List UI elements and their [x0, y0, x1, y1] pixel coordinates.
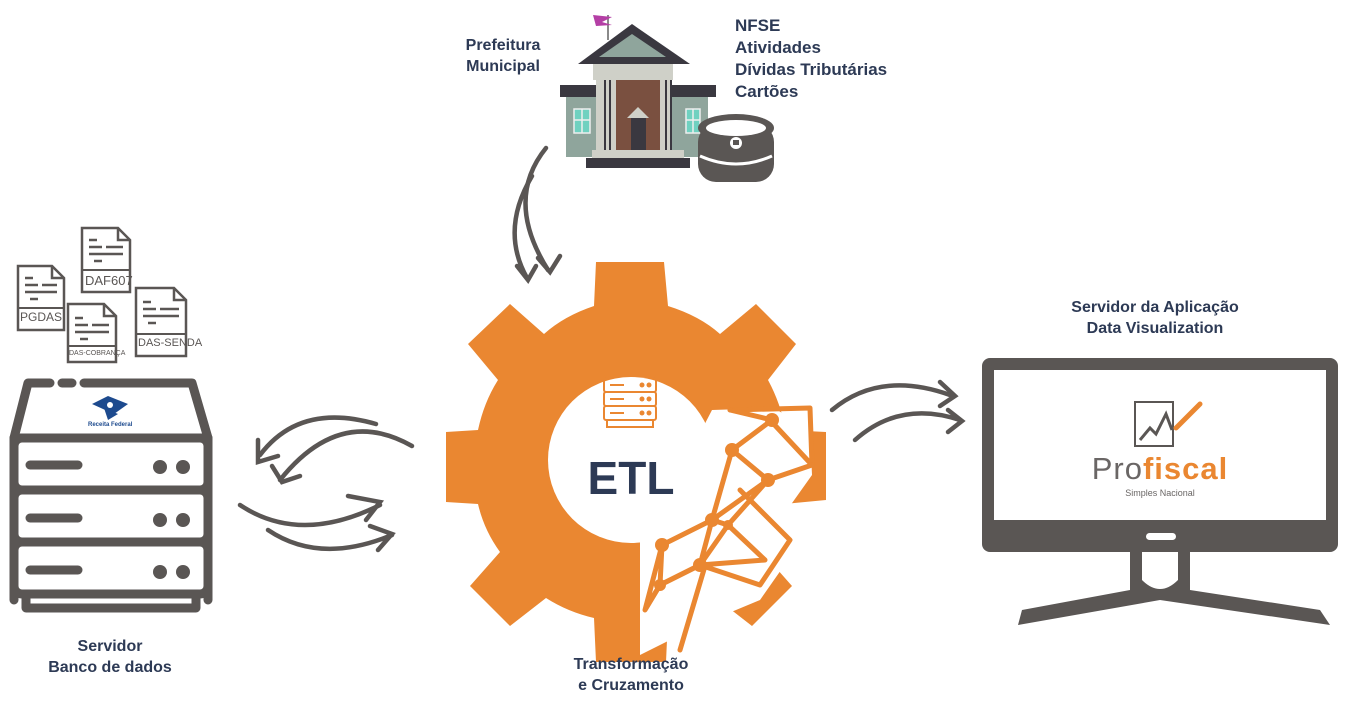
- profiscal-logo-pro: Pro: [1091, 451, 1143, 486]
- doc-label-das-senda: DAS-SENDA: [138, 337, 203, 349]
- etl-label-line1: Transformação: [573, 656, 689, 673]
- arrow-prefeitura-to-etl: [512, 145, 563, 285]
- profiscal-logo-fiscal: fiscal: [1142, 451, 1229, 486]
- arrow-etl-to-monitor: [829, 379, 966, 443]
- profiscal-logo: Profiscal: [1090, 452, 1230, 486]
- doc-label-daf607: DAF607: [85, 273, 133, 288]
- servidor-label-line2: Banco de dados: [48, 659, 172, 676]
- building-icon: [560, 15, 716, 168]
- arrow-server-to-etl: [237, 493, 396, 553]
- receita-federal-logo: [92, 396, 128, 420]
- profiscal-chart-icon: [1134, 401, 1203, 447]
- server-rack-icon: [9, 378, 213, 613]
- doc-label-das-cobranca: DAS-COBRANÇA: [69, 350, 126, 357]
- data-item-nfse: NFSE: [735, 16, 781, 35]
- document-daf607-icon: [80, 226, 132, 294]
- document-das-cobranca-icon: [66, 302, 118, 364]
- data-item-cartoes: Cartões: [735, 82, 799, 101]
- data-item-atividades: Atividades: [735, 38, 821, 57]
- prefeitura-label-line2: Municipal: [466, 58, 540, 75]
- prefeitura-data-list: NFSE Atividades Dívidas Tributárias Cart…: [735, 15, 887, 103]
- etl-gear-icon: [446, 262, 826, 662]
- etl-title: ETL: [587, 452, 675, 504]
- arrow-etl-to-server: [255, 415, 415, 485]
- etl-label-line2: e Cruzamento: [578, 677, 684, 694]
- flag-icon: [593, 15, 612, 26]
- servidor-label: Servidor Banco de dados: [20, 636, 200, 678]
- monitor-icon: [982, 358, 1338, 625]
- app-server-label: Servidor da Aplicação Data Visualization: [1040, 297, 1270, 339]
- data-item-dividas: Dívidas Tributárias: [735, 60, 888, 79]
- doc-label-pgdas: PGDAS: [20, 310, 63, 324]
- prefeitura-label-line1: Prefeitura: [465, 37, 541, 54]
- app-server-label-line1: Servidor da Aplicação: [1071, 299, 1239, 316]
- app-server-label-line2: Data Visualization: [1086, 320, 1224, 337]
- server-led-dots: [153, 460, 190, 579]
- document-das-senda-icon: [134, 286, 188, 358]
- server-mini-icon: [603, 375, 657, 428]
- profiscal-subtitle: Simples Nacional: [1125, 488, 1195, 498]
- receita-federal-text: Receita Federal: [88, 422, 133, 428]
- servidor-label-line1: Servidor: [77, 638, 143, 655]
- database-icon: [698, 114, 774, 182]
- etl-label: Transformação e Cruzamento: [541, 654, 721, 696]
- prefeitura-label: Prefeitura Municipal: [448, 35, 558, 77]
- document-pgdas-icon: [16, 264, 66, 332]
